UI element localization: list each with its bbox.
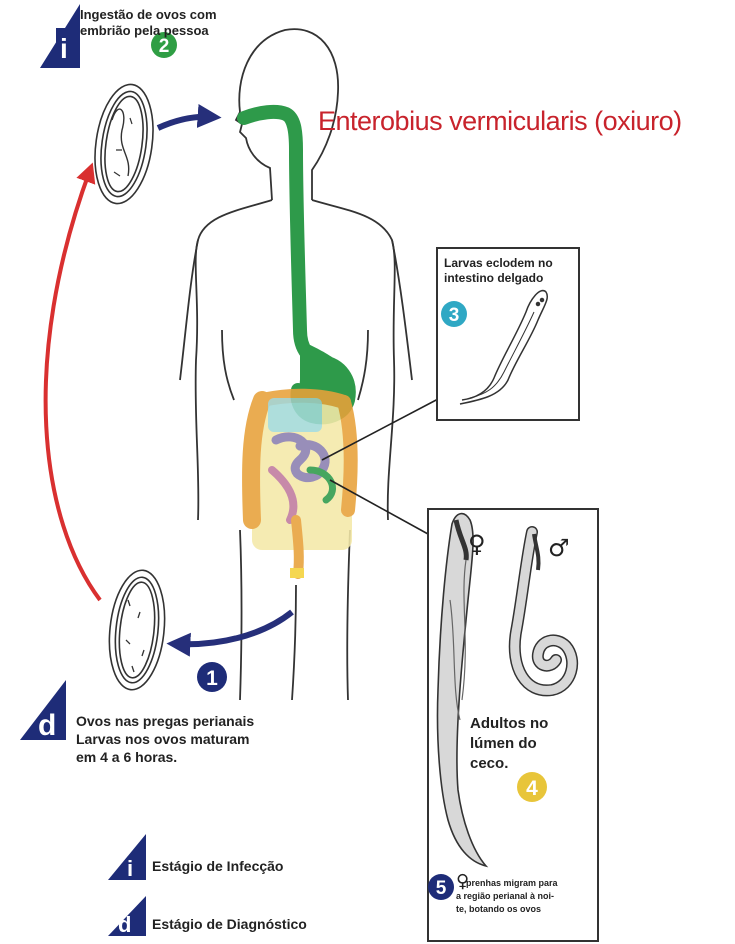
ingestion-line-2: embrião pela pessoa [80,23,217,39]
step-4-badge-front: 4 [517,772,547,802]
legend-diagnosis-label: Estágio de Diagnóstico [152,916,307,932]
eggs-line-2: Larvas nos ovos maturam [76,730,254,748]
eggs-line-3: em 4 a 6 horas. [76,748,254,766]
svg-text:5: 5 [436,878,447,899]
adult-female-worm-front [437,514,486,866]
svg-text:3: 3 [449,305,460,326]
adults-line-2: lúmen do [470,734,548,754]
adults-label: Adultos no lúmen do ceco. [470,714,548,774]
eggs-line-1: Ovos nas pregas perianais [76,712,254,730]
male-symbol-front: ♂ [548,534,570,562]
adults-line-1: Adultos no [470,714,548,734]
svg-text:4: 4 [526,777,538,800]
larvae-line-1: Larvas eclodem no [444,256,553,271]
ingestion-label: Ingestão de ovos com embrião pela pessoa [80,7,217,39]
larvae-line-2: intestino delgado [444,271,553,286]
ingestion-line-1: Ingestão de ovos com [80,7,217,23]
eggs-label: Ovos nas pregas perianais Larvas nos ovo… [76,712,254,766]
migration-label: prenhas migram para a região perianal à … [466,877,558,916]
larva-drawing-front [460,291,547,404]
migration-line-3: te, botando os ovos [456,903,558,916]
female-symbol-front: ♀ [468,530,486,558]
step-3-badge-front: 3 [441,301,467,327]
adults-line-3: ceco. [470,754,548,774]
migration-line-2: a região perianal à noi- [456,890,558,903]
migration-line-1: prenhas migram para [466,877,558,890]
larvae-label: Larvas eclodem no intestino delgado [444,256,553,286]
step-5-badge-front: 5 [428,874,454,900]
diagram-title: Enterobius vermicularis (oxiuro) [318,106,682,137]
legend-infection-label: Estágio de Infecção [152,858,283,874]
